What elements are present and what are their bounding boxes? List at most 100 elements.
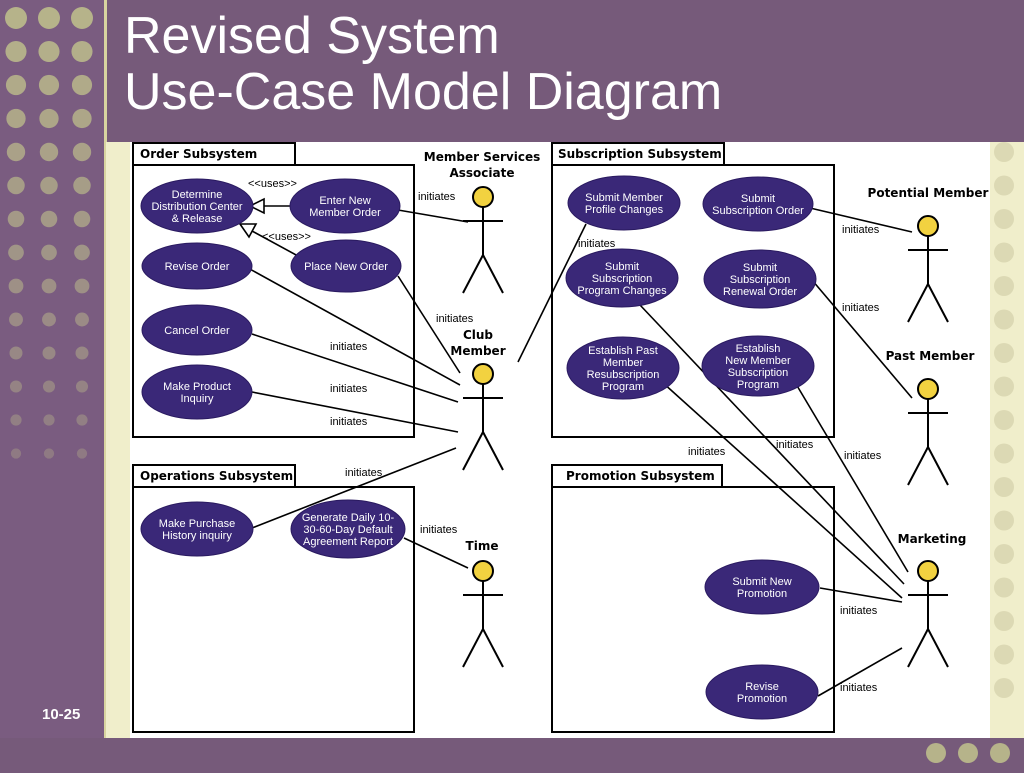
actors: Member ServicesAssociateClubMemberTimePo… [424,150,989,668]
order-subsystem-tab [132,142,296,166]
decorative-dot [9,346,23,360]
decorative-dot [42,380,56,393]
assoc-new-member-marketing [795,383,909,573]
use-case-label: Submit [743,262,777,274]
initiates-label-time: initiates [420,524,458,536]
use-case-establish-past-member: Establish PastMemberResubscriptionProgra… [566,336,680,400]
actor-head [472,560,494,582]
use-case-label: Establish Past [588,345,658,357]
actor-head [472,363,494,385]
decorative-dot [42,312,56,327]
assoc-program-changes-marketing [639,304,905,585]
actor-time: Time [462,539,504,668]
actor-head [917,215,939,237]
initiates-label-inquiry: initiates [330,383,368,395]
use-case-cancel-order: Cancel Order [141,304,253,356]
decorative-dot [994,276,1014,296]
actor-name: Member Services [424,150,540,164]
actor-limb [907,628,929,668]
title-line-1: Revised System [124,7,500,65]
use-case-ellipse [704,559,820,615]
decorative-dot [38,74,60,96]
initiates-label-place: initiates [436,313,474,325]
decorative-dot [5,40,27,63]
uses-arrowhead-1 [248,197,265,215]
use-case-label: Inquiry [180,393,214,405]
decorative-dot [8,244,24,261]
bottom-dots [926,743,1010,763]
actor-head [917,378,939,400]
decorative-dot [40,210,58,228]
decorative-dot [10,448,22,459]
use-case-diagram: Order Subsystem Subscription Subsystem O… [132,142,989,733]
use-case-label: Promotion [737,588,787,600]
decorative-dot [72,142,92,162]
actor-head [917,560,939,582]
left-decorative-band [0,0,106,738]
actor-potential-member: Potential Member [868,186,989,323]
decorative-dot [5,7,27,29]
use-case-label: Program [737,379,779,391]
assoc-purchase-history-club [251,447,457,529]
uses-relations: <<uses>> <<uses>> [238,178,311,257]
use-case-ellipse [701,335,815,397]
assoc-profile-club [517,223,587,363]
use-case-ellipse [141,304,253,356]
use-case-label: & Release [172,213,223,225]
uses-label-1: <<uses>> [248,178,297,190]
decorative-dot [6,108,26,129]
decorative-dot [7,176,25,195]
uses-line-2 [251,230,299,257]
use-case-label: Resubscription [587,369,660,381]
initiates-label-profile: initiates [578,238,616,250]
decorative-dot [72,108,92,129]
initiates-label-msa: initiates [418,191,456,203]
initiates-label-new-promo: initiates [840,605,878,617]
decorative-dot [76,414,88,426]
bottom-dot [990,743,1010,763]
actor-limb [927,446,949,486]
promotion-subsystem-tab [551,464,723,488]
use-case-place-new-order: Place New Order [290,239,402,293]
assoc-generate-daily-time [403,537,469,569]
decorative-dot [38,7,60,29]
bottom-dot [926,743,946,763]
assoc-revise-promotion-marketing [817,647,903,697]
decorative-dot [75,346,89,360]
use-case-label: Subscription [730,274,791,286]
actor-limb [482,431,504,471]
initiates-label-mkt-2: initiates [776,439,814,451]
decorative-dot [994,376,1014,397]
assoc-renewal-past [811,279,913,399]
initiates-label-past: initiates [842,302,880,314]
assoc-past-resub-marketing [661,381,903,599]
use-case-label: History inquiry [162,530,232,542]
use-case-label: Make Product [163,381,231,393]
decorative-dot [7,210,25,228]
right-dot-pattern [994,142,1014,698]
decorative-dot [39,142,59,162]
association-lines [247,207,913,697]
use-case-ellipse [567,175,681,231]
decorative-dot [994,242,1014,263]
use-case-label: Program [602,381,644,393]
page-title: Revised System Use-Case Model Diagram [124,8,722,120]
page-number: 10-25 [42,706,81,723]
use-case-label: New Member [725,355,791,367]
decorative-dot [43,448,55,459]
use-case-label: Renewal Order [723,286,797,298]
order-subsystem-label: Order Subsystem [140,147,257,161]
decorative-dot [41,278,57,294]
assoc-new-promotion-marketing [819,587,903,603]
decorative-dot [71,7,93,29]
use-case-ellipse [702,176,814,232]
initiates-label-cancel: initiates [330,341,368,353]
decorative-dot [5,74,27,96]
